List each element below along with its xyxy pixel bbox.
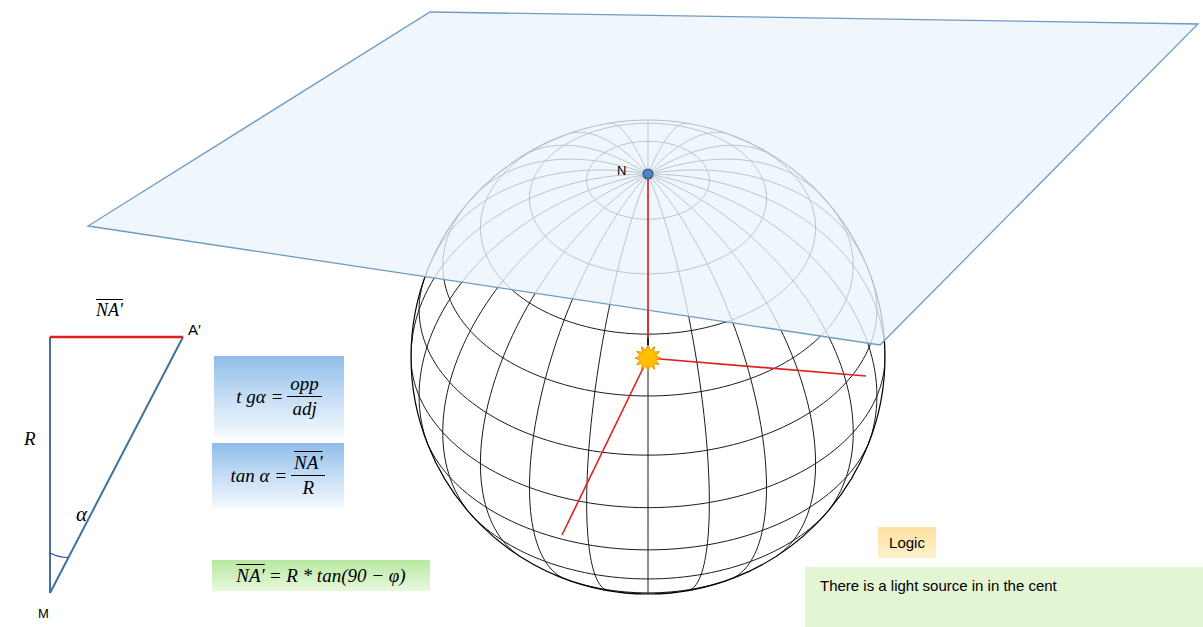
formula-box: tan α =NA'R bbox=[212, 443, 344, 508]
formula-text: adj bbox=[289, 397, 319, 420]
ray-to-pole bbox=[647, 176, 649, 338]
grid-line bbox=[648, 575, 742, 593]
grid-line bbox=[426, 440, 648, 550]
formula: tan α =NA'R bbox=[231, 452, 326, 499]
triangle-side bbox=[49, 337, 51, 593]
formula: NA'= R * tan(90 − φ) bbox=[236, 565, 405, 587]
angle-label: α bbox=[76, 502, 87, 527]
logic-note: There is a light source in in the cent bbox=[805, 567, 1203, 627]
formula-text: = R * tan(90 − φ) bbox=[269, 565, 406, 587]
grid-line bbox=[554, 575, 648, 593]
fraction: oppadj bbox=[287, 373, 322, 420]
formula-text: opp bbox=[287, 373, 322, 397]
logic-heading: Logic bbox=[878, 527, 936, 558]
angle-arc bbox=[50, 553, 69, 558]
triangle-hypotenuse bbox=[50, 337, 183, 593]
logic-heading-text: Logic bbox=[889, 534, 925, 551]
fraction: NA'R bbox=[291, 452, 325, 499]
ray-right bbox=[648, 358, 866, 376]
segment-label: NA' bbox=[96, 300, 123, 321]
result-formula-box: NA'= R * tan(90 − φ) bbox=[212, 560, 430, 591]
formula-text: R bbox=[299, 476, 317, 499]
point-label: M bbox=[38, 606, 49, 621]
pole-label: N bbox=[617, 163, 626, 178]
formula-text: NA' bbox=[291, 452, 325, 476]
triangle-top bbox=[50, 336, 183, 339]
grid-line bbox=[648, 440, 870, 550]
north-pole-point bbox=[643, 169, 653, 179]
formula-box: t gα =oppadj bbox=[214, 356, 344, 437]
logic-note-text: There is a light source in in the cent bbox=[820, 577, 1057, 594]
formula-text: t gα = bbox=[236, 386, 283, 408]
tangent-plane bbox=[88, 12, 1198, 345]
side-label: R bbox=[24, 428, 36, 450]
point-label: A′ bbox=[188, 321, 201, 338]
formula-text: tan α = bbox=[231, 465, 288, 487]
formula-text: NA' bbox=[236, 565, 264, 587]
grid-line bbox=[648, 514, 826, 579]
ray-left bbox=[562, 358, 648, 535]
light-source bbox=[635, 345, 661, 371]
formula: t gα =oppadj bbox=[236, 373, 322, 420]
grid-line bbox=[470, 514, 648, 579]
grid-line bbox=[648, 174, 649, 594]
